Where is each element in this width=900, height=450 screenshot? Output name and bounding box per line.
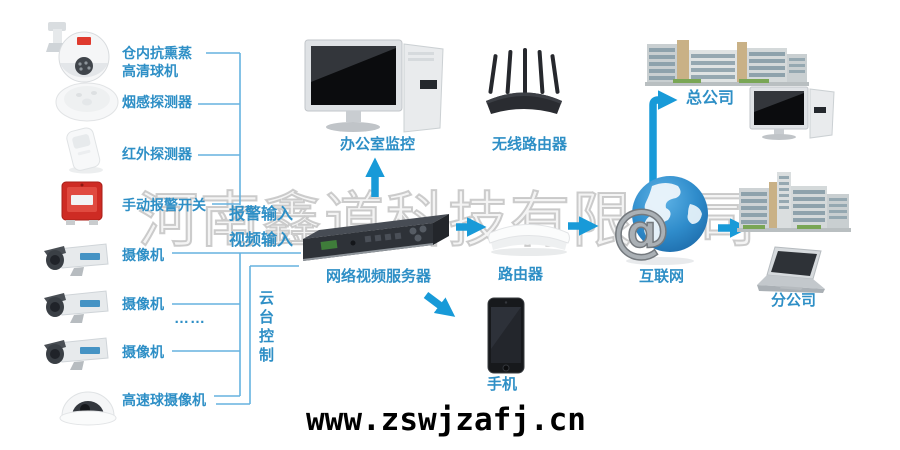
- infrared-detector-icon: [66, 127, 103, 174]
- bullet-camera-icon: [44, 337, 109, 370]
- internet-globe-icon: @: [612, 176, 708, 265]
- label-manual-alarm-switch: 手动报警开关: [122, 197, 206, 213]
- label-internet: 互联网: [639, 268, 685, 285]
- label-router: 路由器: [498, 266, 544, 283]
- bullet-camera-icon: [44, 243, 109, 276]
- label-line1: 仓内抗熏蒸: [122, 45, 192, 61]
- ptz-ball-camera-icon: [46, 22, 110, 83]
- label-camera-3: 摄像机: [122, 344, 164, 360]
- label-smoke-detector: 烟感探测器: [122, 94, 192, 110]
- label-office-monitor: 办公室监控: [340, 136, 416, 153]
- label-wireless-router: 无线路由器: [492, 136, 568, 153]
- svg-text:@: @: [612, 196, 670, 264]
- router-icon: [488, 224, 570, 256]
- label-mobile-phone: 手机: [487, 376, 518, 393]
- label-video-input: 视频输入: [229, 232, 294, 249]
- label-line2: 高清球机: [122, 63, 178, 79]
- wireless-router-icon: [486, 48, 562, 114]
- dome-camera-icon: [59, 391, 117, 426]
- label-ptz-control: 云台控制: [257, 290, 274, 366]
- mobile-phone-icon: [487, 297, 525, 374]
- headquarters-building-icon: [645, 40, 809, 86]
- label-branch-office: 分公司: [771, 292, 817, 309]
- label-headquarters: 总公司: [686, 90, 735, 107]
- office-computer-icon: [304, 39, 444, 133]
- label-nvr-server: 网络视频服务器: [326, 268, 432, 285]
- label-camera-1: 摄像机: [122, 247, 164, 263]
- branch-laptop-icon: [757, 246, 825, 293]
- ellipsis-more-cameras: ……: [174, 310, 206, 327]
- headquarters-computer-icon: [749, 86, 835, 140]
- label-ptz-ball-camera: 仓内抗熏蒸 高清球机: [122, 44, 192, 80]
- label-dome-camera: 高速球摄像机: [122, 392, 206, 408]
- branch-building-icon: [737, 172, 851, 232]
- website-url: www.zswjzafj.cn: [306, 402, 586, 438]
- label-infrared-detector: 红外探测器: [122, 146, 192, 162]
- label-camera-2: 摄像机: [122, 296, 164, 312]
- nvr-server-icon: [303, 214, 449, 261]
- bullet-camera-icon: [44, 290, 109, 323]
- label-alarm-input: 报警输入: [229, 206, 294, 223]
- arrow-server-to-phone: [423, 292, 456, 317]
- manual-alarm-switch-icon: [61, 181, 103, 225]
- smoke-detector-icon: [55, 82, 119, 122]
